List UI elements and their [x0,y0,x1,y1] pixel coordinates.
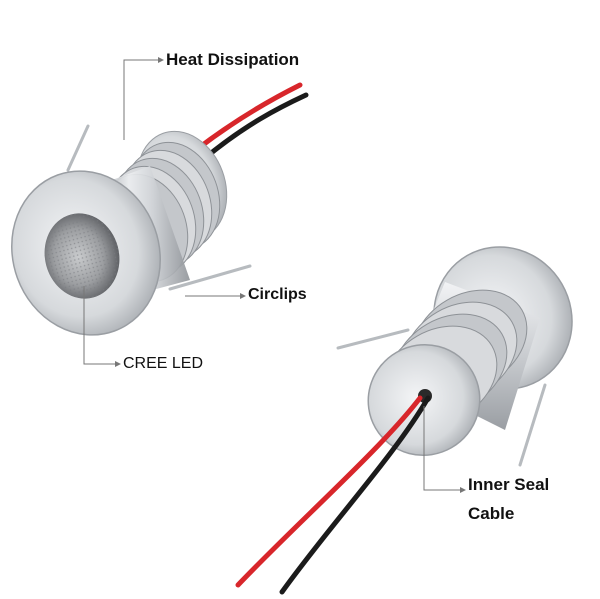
cable-label: Cable [468,504,515,523]
circlip-right [168,264,252,291]
front-fixture [11,82,309,336]
callout-lines [83,57,466,493]
black-wire-rear [279,395,431,595]
red-wire-rear [235,395,423,588]
inner-seal-label: Inner Seal [468,475,550,494]
callout-heat [123,59,158,140]
circlip-rear-right [518,383,547,467]
circlip-left [66,124,90,172]
circlips-label: Circlips [248,286,307,303]
black-wire-top [202,92,309,161]
red-wire-top [193,82,303,153]
rear-fixture [235,246,573,595]
callout-seal [423,406,460,491]
circlip-rear-left [336,328,410,350]
cree-led-label: CREE LED [123,355,204,372]
callout-cree [83,286,115,365]
heat-dissipation-label: Heat Dissipation [166,50,300,69]
